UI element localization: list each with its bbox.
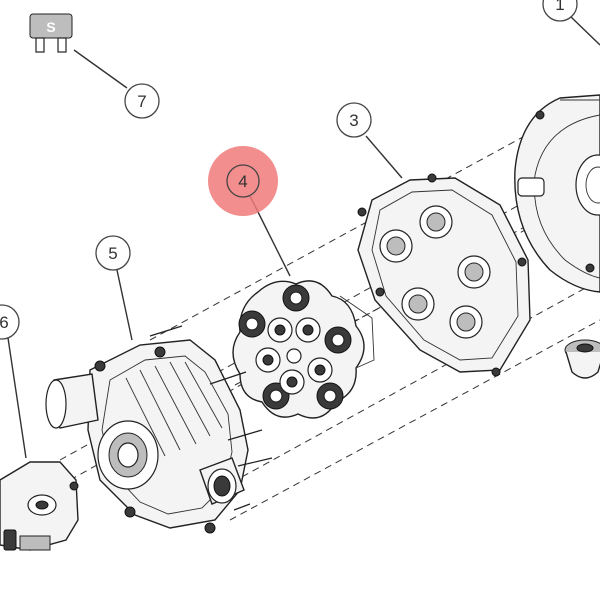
callout-3-label: 3 [349, 111, 358, 130]
plate-valve-pockets [379, 205, 491, 339]
valve-assembly-part-4 [232, 280, 375, 419]
callout-1: 1 [542, 0, 578, 22]
fuse-label: S [46, 19, 55, 35]
callout-6-label: 6 [0, 313, 9, 332]
pump-head-part-5 [45, 325, 273, 534]
callout-6: 6 [0, 304, 20, 340]
fitting-part [564, 339, 600, 379]
switch-part-6 [0, 461, 79, 551]
motor-part-1 [514, 94, 600, 293]
valve-ports [255, 317, 333, 395]
callout-5: 5 [95, 235, 131, 271]
housing-ribs [125, 361, 223, 457]
side-barrel [45, 373, 99, 429]
fuse-part-7: S [29, 13, 73, 53]
housing-bolts [149, 325, 273, 511]
callout-5-label: 5 [108, 244, 117, 263]
valve-gears [238, 284, 352, 410]
callout-1-label: 1 [555, 0, 564, 14]
plate-part-3 [357, 173, 531, 377]
callout-3: 3 [336, 102, 372, 138]
callout-7-label: 7 [137, 92, 146, 111]
callout-4: 4 [208, 146, 278, 216]
outlet-port [199, 457, 245, 505]
callout-4-label: 4 [238, 172, 247, 191]
callout-4-highlight [208, 146, 278, 216]
inlet-port [97, 420, 159, 490]
callout-7: 7 [124, 83, 160, 119]
